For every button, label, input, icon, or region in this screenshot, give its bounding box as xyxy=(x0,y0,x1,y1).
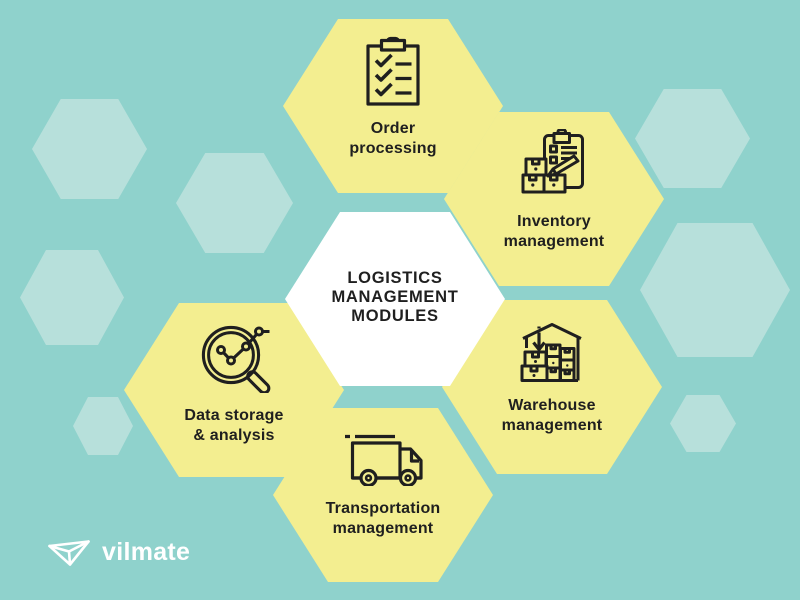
vilmate-logo-text: vilmate xyxy=(102,538,191,566)
module-label: Warehouse management xyxy=(501,396,603,434)
background-hexagon xyxy=(635,89,750,188)
delivery-truck-icon xyxy=(345,434,423,486)
module-label: Order processing xyxy=(349,119,437,157)
background-hexagon xyxy=(670,395,736,452)
background-hexagon xyxy=(640,223,790,357)
warehouse-boxes-icon xyxy=(520,322,582,382)
module-label: Data storage & analysis xyxy=(184,407,284,444)
background-hexagon xyxy=(32,99,147,199)
background-hexagon xyxy=(176,153,293,253)
magnifier-chart-icon xyxy=(201,325,271,393)
module-label: Transportation management xyxy=(325,500,441,537)
background-hexagon xyxy=(20,250,124,345)
background-hexagon xyxy=(73,397,133,455)
vilmate-logo: vilmate xyxy=(47,538,190,567)
vilmate-logo-icon xyxy=(48,539,90,566)
checklist-clipboard-icon xyxy=(366,36,420,106)
infographic-title: LOGISTICS MANAGEMENT MODULES xyxy=(331,268,459,325)
module-label: Inventory management xyxy=(503,212,605,250)
inventory-clipboard-icon xyxy=(521,128,584,193)
